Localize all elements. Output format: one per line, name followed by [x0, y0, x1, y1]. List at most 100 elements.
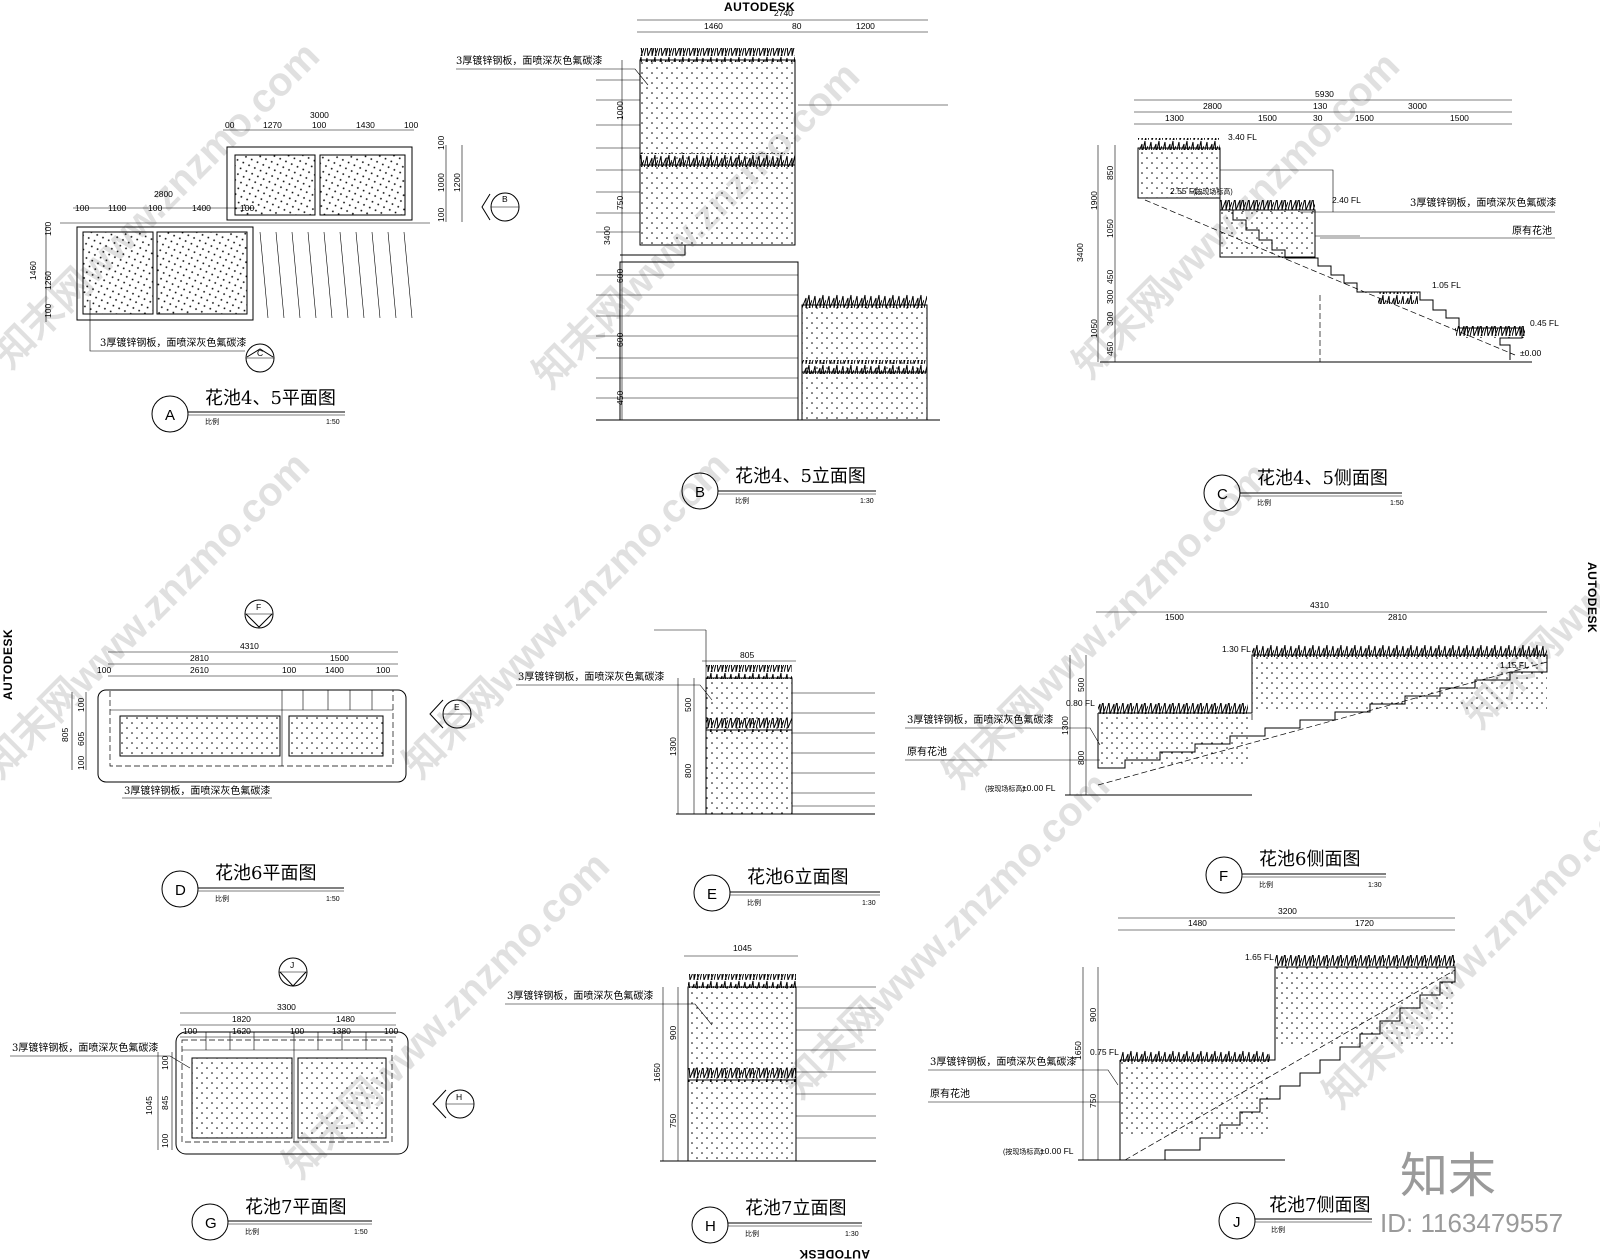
dim: 1650	[652, 1063, 662, 1082]
dim: 450	[615, 391, 625, 405]
scale-value: 1:30	[845, 1231, 859, 1238]
dim: 2800	[154, 189, 173, 199]
steel-note: 3厚镀锌钢板，面喷深灰色氟碳漆	[907, 713, 1053, 726]
dim: 100	[76, 698, 86, 712]
dim: 1000	[436, 173, 446, 192]
dim: 1620	[232, 1026, 251, 1036]
dim: 800	[1076, 751, 1086, 765]
dim: 1500	[330, 653, 349, 663]
scale-label: 比例	[245, 1227, 259, 1236]
drawing-title: 花池6平面图	[215, 863, 316, 884]
grade-note: (按现场标高)	[985, 784, 1025, 793]
dim: 1300	[668, 737, 678, 756]
drawing-title: 花池6立面图	[747, 867, 848, 888]
dim: 1500	[1355, 113, 1374, 123]
dim: 80	[792, 21, 802, 31]
drawing-j-side: 3200 1480 1720 900 1650 750 1.65 FL 0.75…	[928, 906, 1456, 1240]
dim: 300	[1105, 312, 1115, 326]
steel-note: 3厚镀锌钢板，面喷深灰色氟碳漆	[124, 784, 270, 797]
drawing-letter: B	[695, 484, 705, 501]
steel-note: 3厚镀锌钢板，面喷深灰色氟碳漆	[507, 989, 653, 1002]
dim: 100	[376, 665, 390, 675]
dim: 1200	[856, 21, 875, 31]
grade-note: (按现场标高)	[1003, 1147, 1043, 1156]
level-label: 0.45 FL	[1530, 318, 1559, 328]
dim: 805	[740, 650, 754, 660]
section-marker-b: B	[481, 192, 520, 222]
section-marker-label: J	[290, 960, 294, 970]
dim: 750	[615, 196, 625, 210]
dim: 100	[312, 120, 326, 130]
level-label: 2.55 FL	[1170, 186, 1199, 196]
dim: 1000	[615, 101, 625, 120]
dim: 1480	[1188, 918, 1207, 928]
dim: 2810	[190, 653, 209, 663]
section-marker-h: H	[432, 1089, 475, 1119]
drawing-letter: A	[165, 407, 175, 424]
level-label: 1.05 FL	[1432, 280, 1461, 290]
drawing-title: 花池7立面图	[745, 1198, 846, 1219]
dim: 450	[1105, 270, 1115, 284]
dim: 1050	[1105, 219, 1115, 238]
drawing-letter: F	[1219, 868, 1228, 885]
drawing-title: 花池4、5平面图	[205, 388, 336, 409]
drawing-title: 花池4、5立面图	[735, 466, 866, 487]
drawing-c-side: 5930 2800 130 3000 1300 1500 30 1500 150…	[1075, 89, 1559, 512]
dim: 30	[1313, 113, 1323, 123]
dim: 100	[183, 1026, 197, 1036]
dim: 100	[43, 304, 53, 318]
existing-pool-label: 原有花池	[930, 1087, 970, 1100]
drawing-g-plan: 3300 1820 1480 100 1620 100 1380 100 104…	[10, 957, 475, 1241]
dim: 3400	[1075, 243, 1085, 262]
dim: 300	[1105, 290, 1115, 304]
drawing-letter: G	[205, 1215, 217, 1232]
level-label: 1.15 FL	[1500, 660, 1529, 670]
existing-pool-label: 原有花池	[1512, 224, 1552, 237]
dim: 1400	[192, 203, 211, 213]
level-label: ±0.00	[1520, 348, 1541, 358]
dim: 100	[436, 136, 446, 150]
dim: 1100	[108, 203, 127, 213]
brand-label-right: AUTODESK	[1585, 562, 1599, 633]
dim: 100	[148, 203, 162, 213]
drawing-letter: C	[1217, 486, 1228, 503]
dim: 100	[160, 1056, 170, 1070]
dim: 850	[1105, 166, 1115, 180]
level-label: 3.40 FL	[1228, 132, 1257, 142]
dim: 1300	[1165, 113, 1184, 123]
section-marker-j: J	[278, 957, 308, 987]
steel-note: 3厚镀锌钢板，面喷深灰色氟碳漆	[12, 1041, 158, 1054]
dim: 1270	[263, 120, 282, 130]
scale-value: 1:30	[1368, 882, 1382, 889]
dim: 2800	[1203, 101, 1222, 111]
dim: 1480	[336, 1014, 355, 1024]
dim: 750	[1088, 1094, 1098, 1108]
dim: 1430	[356, 120, 375, 130]
dim: 605	[76, 732, 86, 746]
brand-label-top: AUTODESK	[724, 0, 795, 14]
dim: 4310	[240, 641, 259, 651]
dim: 3300	[277, 1002, 296, 1012]
brand-logo: 知末	[1400, 1148, 1496, 1204]
image-id: ID: 1163479557	[1380, 1208, 1563, 1238]
dim: 1460	[704, 21, 723, 31]
drawing-letter: D	[175, 882, 186, 899]
drawing-letter: H	[705, 1218, 716, 1235]
scale-value: 1:50	[1390, 500, 1404, 507]
dim: 100	[160, 1134, 170, 1148]
dim: 805	[60, 728, 70, 742]
dim: 00	[225, 120, 235, 130]
dim: 1200	[452, 173, 462, 192]
dim: 3400	[602, 226, 612, 245]
dim: 2610	[190, 665, 209, 675]
dim: 100	[384, 1026, 398, 1036]
dim: 2810	[1388, 612, 1407, 622]
dim: 3200	[1278, 906, 1297, 916]
scale-label: 比例	[745, 1229, 759, 1238]
watermark: 知末网www.znzmo.com	[1315, 774, 1600, 1117]
grade-note: (按现场标高)	[1193, 187, 1233, 196]
steel-note: 3厚镀锌钢板，面喷深灰色氟碳漆	[930, 1055, 1076, 1068]
level-label: 0.75 FL	[1090, 1047, 1119, 1057]
dim: 500	[1076, 678, 1086, 692]
